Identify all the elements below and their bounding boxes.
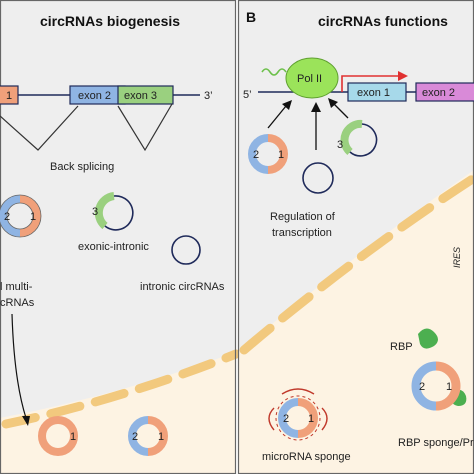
- exon-3-a-label: exon 3: [124, 90, 157, 102]
- panel-a-membrane: [1, 349, 241, 429]
- exon-3-a: [117, 85, 174, 105]
- reg-arrow-3: [333, 103, 349, 119]
- pol2-label: Pol II: [297, 73, 322, 85]
- circ-rbp-num-1: 1: [446, 381, 452, 393]
- circ-rbp-num-2: 2: [419, 381, 425, 393]
- reg-arrowhead-1: [282, 100, 292, 110]
- rbp-protein-1: [418, 328, 438, 349]
- back-splicing-label: Back splicing: [50, 161, 114, 173]
- mirna-right: [321, 407, 328, 431]
- splice-line-1: [0, 105, 79, 151]
- three-prime-label: 3’: [204, 90, 213, 102]
- regulation-label-2: transcription: [272, 227, 332, 239]
- circ-b-num-3: 3: [337, 139, 343, 151]
- circ-exonic-a: 2 1: [0, 194, 42, 238]
- panel-a-title: circRNAs biogenesis: [40, 13, 180, 29]
- exon-1-b: [347, 82, 407, 102]
- circ-cyto-num-1: 1: [158, 431, 164, 443]
- reg-arrowhead-3: [328, 98, 338, 108]
- rbp-label: RBP: [390, 341, 413, 353]
- circ-mirna-sponge: 2 1: [268, 388, 328, 441]
- tss-arrowhead: [398, 71, 408, 81]
- reg-arrowhead-2: [311, 102, 321, 112]
- pol2-tail: [261, 68, 287, 76]
- circ-ei-num-3: 3: [92, 206, 98, 218]
- tss-arrow: [341, 75, 398, 92]
- circ-mirna-num-1: 1: [308, 413, 314, 425]
- ires-label: IRES: [452, 247, 462, 268]
- exon-1-a: [0, 85, 19, 105]
- exon-1-a-label: 1: [6, 90, 12, 102]
- reg-arrow-1: [267, 105, 287, 129]
- pol2-ellipse: [285, 57, 339, 99]
- splice-line-2: [117, 103, 173, 152]
- mirna-left: [268, 407, 275, 431]
- circ-b-exonic: 2 1: [248, 134, 288, 174]
- circ-intronic: [171, 235, 201, 265]
- multi-label-2: cRNAs: [0, 297, 35, 309]
- panel-b-membrane: [239, 173, 474, 355]
- exon-1-b-label: exon 1: [357, 87, 390, 99]
- circ-b-num-2: 2: [253, 149, 259, 161]
- panel-a: circRNAs biogenesis 1 exon 2 exon 3 3’ B…: [0, 0, 241, 474]
- circ-b-exonic-intronic: 3: [337, 119, 378, 157]
- panel-a-cytoplasm: [0, 352, 236, 474]
- multi-label-1: l multi-: [0, 281, 33, 293]
- circ-a-num-1: 1: [30, 211, 36, 223]
- regulation-label-1: Regulation of: [270, 211, 336, 223]
- microrna-sponge-label: microRNA sponge: [262, 451, 351, 463]
- intronic-label: intronic circRNAs: [140, 281, 225, 293]
- circ-cyto-orange: 1: [38, 416, 78, 456]
- circ-cyto-num-2: 2: [132, 431, 138, 443]
- circ-rbp-sponge: 2 1: [411, 361, 461, 411]
- circ-exonic-intronic: 3: [92, 192, 134, 231]
- export-arrowhead: [22, 416, 30, 426]
- panel-b-title: circRNAs functions: [318, 13, 448, 29]
- exonic-intronic-label: exonic-intronic: [78, 241, 149, 253]
- circ-cyto-blue-orange: 2 1: [128, 416, 168, 456]
- circ-mirna-num-2: 2: [283, 413, 289, 425]
- circ-a-num-2: 2: [4, 211, 10, 223]
- five-prime-label: 5’: [243, 89, 252, 101]
- rbp-sponge-label: RBP sponge/Pr: [398, 437, 474, 449]
- circ-b-num-1: 1: [278, 149, 284, 161]
- export-arrow: [11, 313, 27, 419]
- panel-b: B circRNAs functions 5’ exon 1 exon 2 Po…: [237, 0, 474, 474]
- circ-b-intronic: [302, 162, 334, 194]
- mirna-top: [281, 388, 315, 395]
- panel-b-letter: B: [246, 9, 256, 25]
- circ-cyto-orange-num-1: 1: [70, 431, 76, 443]
- exon-2-b: [415, 82, 474, 102]
- exon-2-a-label: exon 2: [78, 90, 111, 102]
- exon-2-b-label: exon 2: [422, 87, 455, 99]
